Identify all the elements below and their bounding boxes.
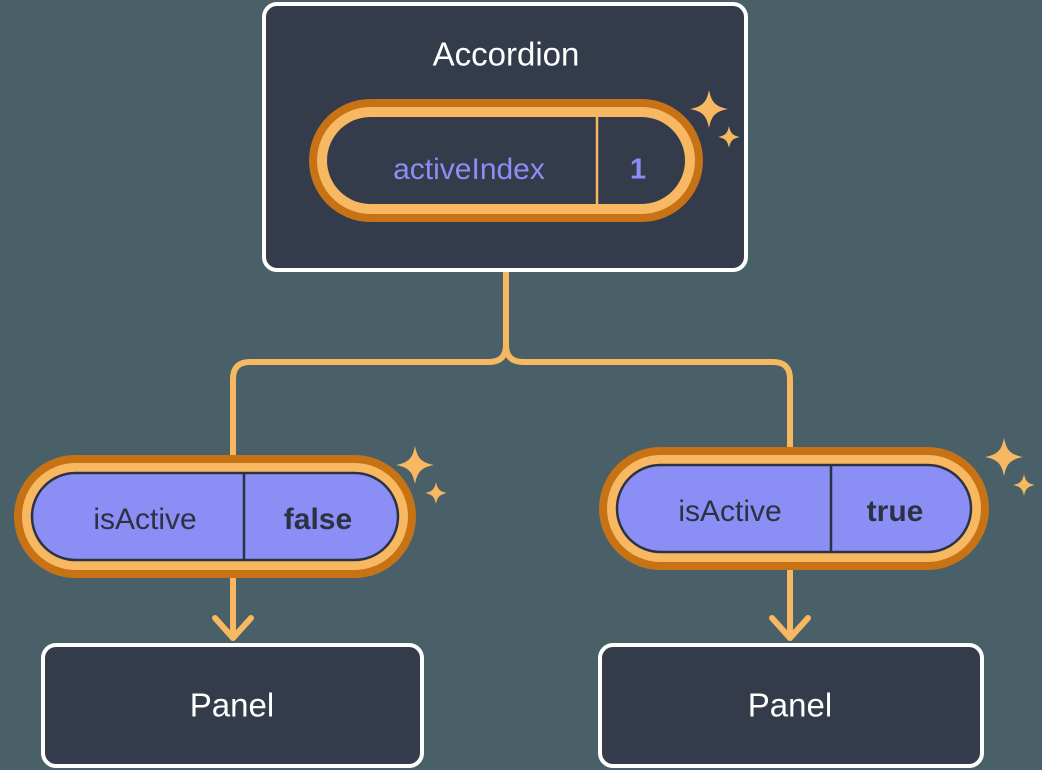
- node-panel-left[interactable]: Panel: [41, 643, 424, 768]
- sparkle-icon: [985, 438, 1023, 476]
- state-pill-activeindex-key: activeIndex: [393, 153, 545, 186]
- node-panel-right-card[interactable]: [598, 643, 984, 768]
- node-panel-right[interactable]: Panel: [598, 643, 984, 768]
- arrow-left-head-icon: [212, 615, 254, 641]
- connector-root-to-children: [230, 269, 793, 458]
- arrow-left-pill-to-panel: [212, 573, 254, 641]
- node-panel-left-title: Panel: [190, 687, 274, 724]
- node-accordion-title: Accordion: [433, 36, 580, 73]
- arrow-right-head-icon: [769, 615, 811, 641]
- state-pill-activeindex-value: 1: [630, 154, 646, 186]
- sparkle-icon: [425, 482, 447, 504]
- state-pill-activeindex[interactable]: activeIndex 1: [309, 99, 703, 222]
- state-pill-isactive-true-key: isActive: [678, 495, 781, 528]
- state-pill-isactive-false-body: [30, 471, 400, 562]
- state-pill-isactive-false[interactable]: isActive false: [14, 446, 447, 578]
- sparkle-icon: [1013, 474, 1035, 496]
- state-pill-isactive-false-key: isActive: [93, 503, 196, 536]
- arrow-right-pill-to-panel: [769, 565, 811, 641]
- connector-branch-left: [230, 342, 509, 458]
- state-pill-isactive-false-value: false: [284, 503, 352, 536]
- node-panel-right-title: Panel: [748, 687, 832, 724]
- state-pill-isactive-true-body: [615, 463, 973, 554]
- node-accordion[interactable]: Accordion activeIndex 1: [262, 2, 748, 272]
- state-pill-isactive-true-value: true: [867, 495, 924, 528]
- sparkle-group-right: [985, 438, 1035, 496]
- connector-branch-right: [503, 342, 793, 450]
- state-pill-activeindex-body: [327, 117, 685, 204]
- state-pill-isactive-true[interactable]: isActive true: [599, 438, 1035, 570]
- node-panel-left-card[interactable]: [41, 643, 424, 768]
